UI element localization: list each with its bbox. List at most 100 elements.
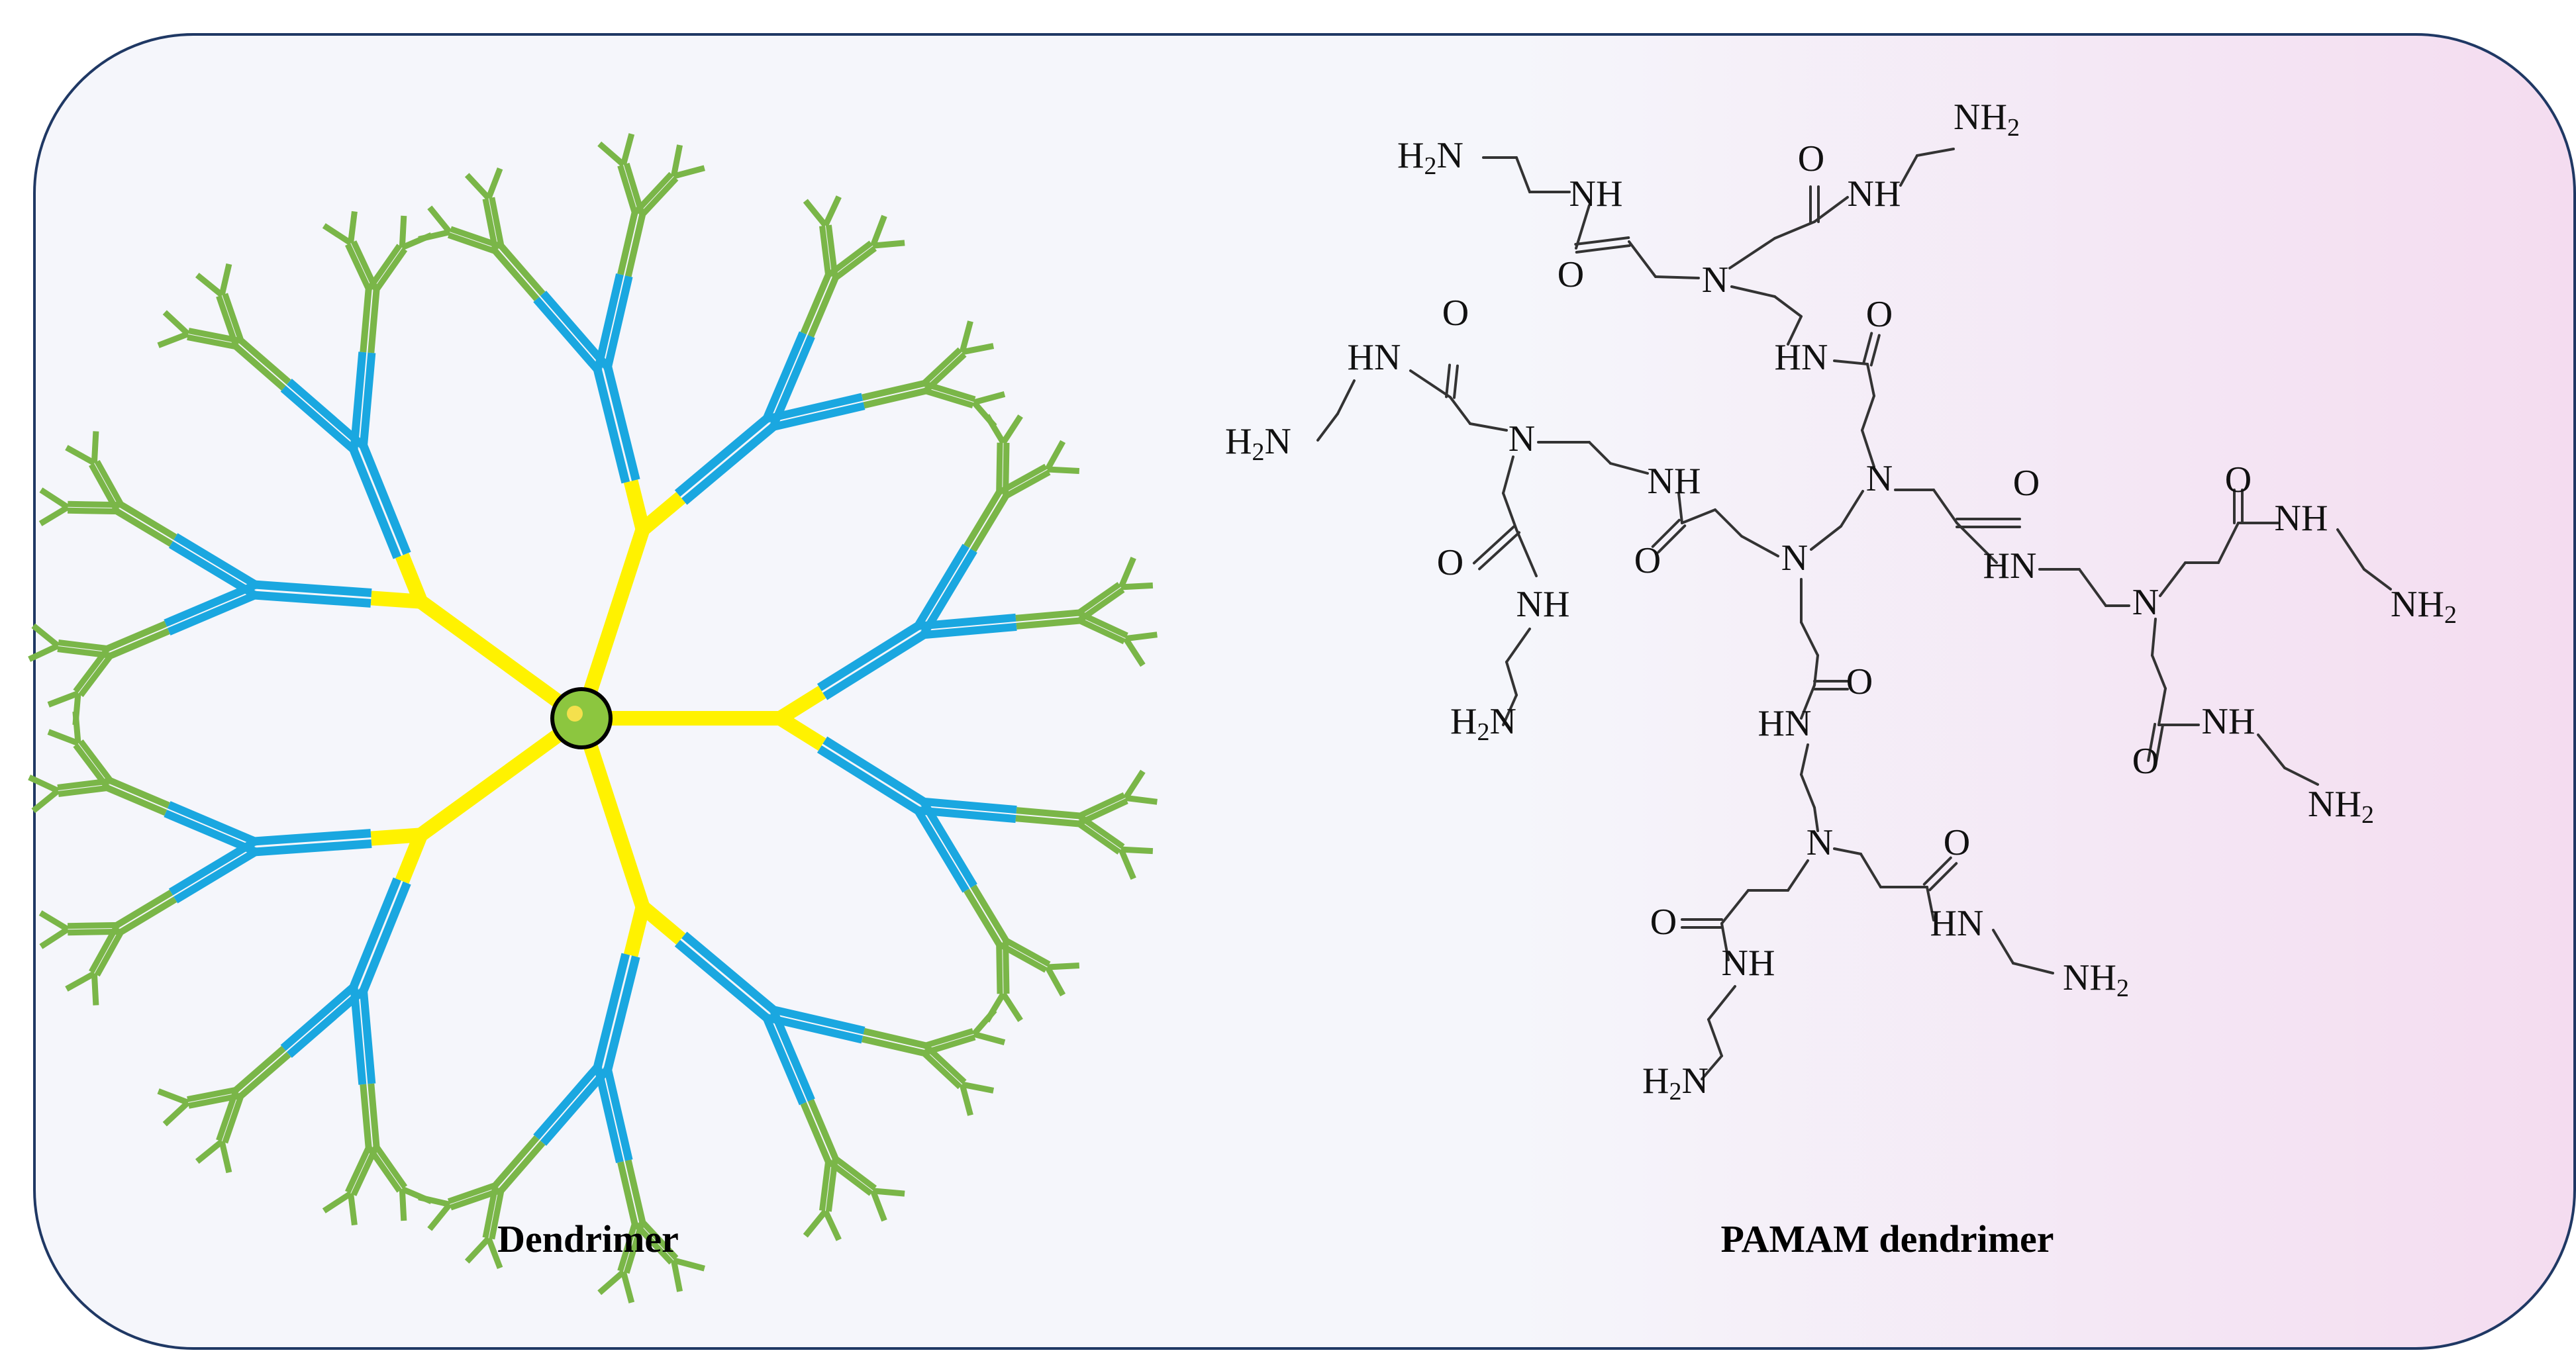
generation-2-branch bbox=[819, 1158, 832, 1211]
terminal-group bbox=[670, 1259, 683, 1292]
terminal-group bbox=[1044, 965, 1066, 997]
terminal-group bbox=[1118, 848, 1136, 880]
generation-1-branch bbox=[350, 448, 401, 559]
bond bbox=[2151, 654, 2167, 690]
bond bbox=[1861, 395, 1875, 432]
oxygen-label: O bbox=[2013, 463, 2040, 504]
terminal-group bbox=[1125, 632, 1158, 642]
core-branch bbox=[623, 479, 650, 532]
terminal-group bbox=[597, 141, 626, 167]
terminal-group bbox=[1047, 466, 1080, 474]
terminal-group bbox=[39, 926, 70, 949]
generation-1-branch bbox=[762, 331, 807, 423]
terminal-group bbox=[464, 1236, 491, 1264]
bond bbox=[2257, 733, 2286, 769]
terminal-group bbox=[1118, 556, 1136, 589]
generation-2-branch bbox=[373, 1143, 408, 1189]
generation-2-branch bbox=[493, 1135, 540, 1188]
core-branch bbox=[416, 595, 586, 724]
generation-1-branch bbox=[603, 275, 633, 371]
generation-2-branch bbox=[1015, 609, 1079, 622]
bond bbox=[1478, 531, 1521, 571]
generation-2-branch bbox=[78, 739, 115, 784]
bond bbox=[2078, 568, 2107, 607]
generation-1-branch bbox=[674, 939, 769, 1021]
bond bbox=[1813, 196, 1849, 223]
bond bbox=[1720, 889, 1750, 925]
bond bbox=[1628, 240, 1657, 278]
bond bbox=[1609, 462, 1649, 475]
generation-2-branch bbox=[367, 1147, 402, 1193]
bond bbox=[1707, 1018, 1723, 1057]
generation-1-branch bbox=[770, 1010, 815, 1102]
terminal-group bbox=[984, 414, 1006, 445]
core-branch bbox=[776, 712, 826, 751]
nitrogen-label: N bbox=[2132, 582, 2159, 623]
generation-1-branch bbox=[593, 953, 630, 1068]
bond bbox=[1316, 412, 1339, 442]
bond bbox=[2154, 724, 2164, 764]
generation-1-branch bbox=[254, 829, 372, 846]
bond bbox=[2151, 618, 2157, 657]
core-branch bbox=[638, 492, 686, 536]
terminal-group bbox=[485, 1237, 503, 1270]
generation-2-branch bbox=[188, 328, 240, 344]
bond bbox=[2012, 962, 2054, 974]
bond bbox=[1932, 489, 1958, 524]
bond bbox=[1515, 156, 1531, 193]
generation-2-branch bbox=[996, 442, 1003, 495]
generation-2-branch bbox=[109, 777, 170, 809]
oxygen-label: O bbox=[2225, 459, 2252, 500]
terminal-group bbox=[1120, 582, 1154, 590]
nitrogen-label: N bbox=[1509, 418, 1535, 459]
bond bbox=[1575, 244, 1631, 254]
generation-2-branch bbox=[368, 1083, 380, 1147]
core-highlight bbox=[567, 706, 583, 722]
generation-1-branch bbox=[164, 810, 256, 855]
generation-1-branch bbox=[280, 385, 359, 455]
generation-2-branch bbox=[1002, 469, 1051, 500]
generation-2-branch bbox=[617, 1161, 638, 1225]
generation-1-branch bbox=[913, 543, 969, 630]
terminal-amine-label: NH2 bbox=[2063, 957, 2129, 1002]
generation-1-branch bbox=[359, 987, 376, 1084]
bond bbox=[1654, 275, 1700, 279]
bond bbox=[1899, 154, 1918, 187]
amine-label: HN bbox=[1983, 545, 2037, 587]
generation-1-branch bbox=[768, 1014, 864, 1044]
bond bbox=[1445, 363, 1452, 399]
bond bbox=[1810, 525, 1842, 551]
generation-2-branch bbox=[360, 1084, 372, 1148]
generation-2-branch bbox=[58, 784, 111, 797]
generation-2-branch bbox=[499, 244, 546, 296]
amine-label: HN bbox=[1758, 703, 1812, 744]
generation-2-branch bbox=[999, 942, 1048, 973]
bond bbox=[1840, 490, 1864, 528]
bond bbox=[1956, 522, 1998, 564]
core-branch bbox=[370, 590, 422, 609]
generation-1-branch bbox=[920, 801, 977, 888]
core-branch bbox=[395, 552, 428, 604]
generation-2-branch bbox=[1076, 617, 1126, 645]
terminal-group bbox=[28, 775, 60, 794]
terminal-group bbox=[984, 992, 1006, 1023]
bond bbox=[1800, 684, 1816, 720]
terminal-group bbox=[1120, 846, 1154, 855]
generation-1-branch bbox=[817, 745, 920, 814]
generation-2-branch bbox=[1002, 936, 1051, 967]
terminal-group bbox=[399, 215, 407, 248]
generation-2-branch bbox=[450, 226, 501, 249]
terminal-group bbox=[219, 263, 232, 296]
generation-1-branch bbox=[913, 806, 969, 893]
generation-2-branch bbox=[489, 197, 505, 249]
generation-2-branch bbox=[863, 387, 926, 409]
generation-1-branch bbox=[350, 877, 401, 988]
bond bbox=[2217, 522, 2240, 564]
terminal-group bbox=[72, 711, 81, 744]
oxygen-label: O bbox=[1437, 542, 1463, 583]
terminal-amine-label: NH2 bbox=[2391, 584, 2457, 629]
generation-2-branch bbox=[920, 1049, 962, 1090]
bond bbox=[2363, 568, 2392, 590]
terminal-amine-label: H2N bbox=[1450, 701, 1516, 746]
bond bbox=[1449, 396, 1471, 425]
